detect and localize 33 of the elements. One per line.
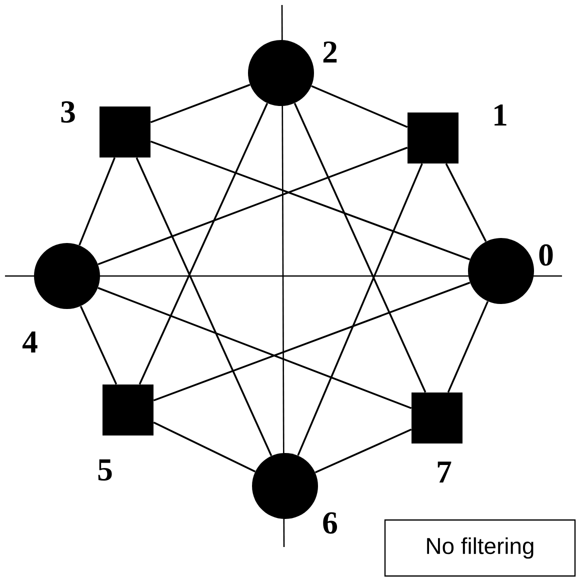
connector-line (314, 428, 412, 474)
connector-line (150, 84, 250, 124)
square-node (412, 392, 462, 444)
connector-line (153, 282, 470, 402)
connector-line (297, 163, 423, 456)
node-number: 6 (323, 512, 338, 534)
circle-node (34, 243, 100, 309)
square-node (102, 384, 154, 436)
square-node (100, 106, 150, 158)
connector-line (150, 140, 470, 260)
node-number: 7 (438, 462, 452, 482)
connector-line (98, 146, 408, 266)
connector-line (311, 85, 408, 128)
connector-line (78, 157, 116, 246)
node-number: 1 (494, 104, 506, 126)
connector-line (80, 306, 118, 385)
connector-line (98, 287, 412, 409)
connector-line (445, 163, 487, 242)
square-node (408, 112, 458, 164)
connector-line (138, 102, 268, 385)
circle-node (248, 40, 314, 106)
circle-node (468, 238, 534, 304)
connector-line (136, 157, 272, 456)
node-number: 4 (22, 332, 38, 352)
node-number: 0 (539, 244, 553, 266)
node-number: 5 (98, 459, 112, 481)
note-box: No filtering (384, 519, 576, 577)
connector-line (153, 422, 256, 472)
connector-line (294, 102, 426, 393)
node-number: 2 (323, 41, 337, 63)
connector-line (447, 301, 489, 393)
node-number: 3 (61, 101, 75, 123)
circle-node (252, 453, 318, 519)
